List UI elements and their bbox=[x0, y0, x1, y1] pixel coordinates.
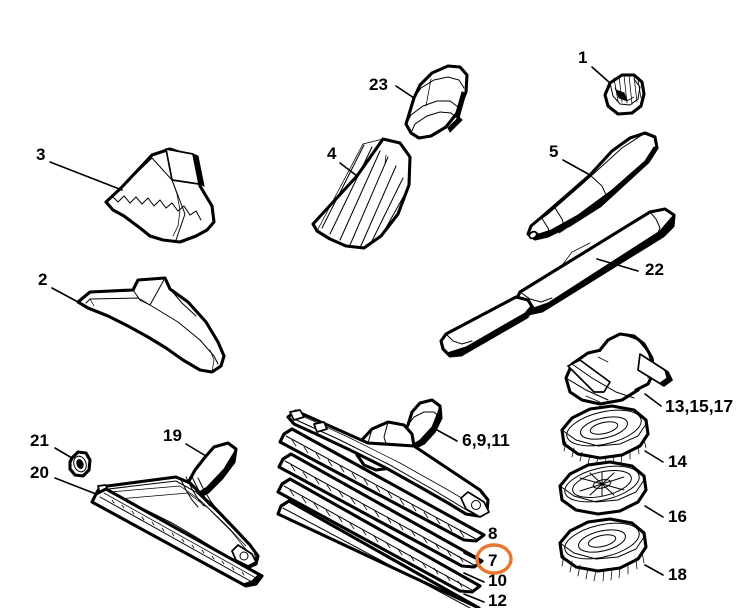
part-squeegee-nozzle bbox=[68, 441, 264, 588]
callout-5-leader bbox=[562, 159, 591, 176]
callout-10-label: 10 bbox=[488, 571, 507, 590]
callout-10: 10 bbox=[463, 571, 507, 590]
callout-7-label: 7 bbox=[488, 551, 497, 570]
callout-18: 18 bbox=[644, 564, 687, 584]
callout-4-leader bbox=[339, 162, 358, 177]
callout-18-leader bbox=[644, 564, 664, 576]
callout-20-leader bbox=[54, 477, 97, 495]
callout-14: 14 bbox=[644, 450, 687, 471]
part-crevice-tool bbox=[311, 137, 412, 250]
part-brush-ring-upper bbox=[560, 404, 650, 467]
callout-12-leader bbox=[463, 593, 485, 603]
callout-6-9-11-label: 6,9,11 bbox=[462, 430, 510, 450]
callout-12: 12 bbox=[463, 591, 507, 608]
callout-5: 5 bbox=[549, 142, 591, 176]
callout-1: 1 bbox=[578, 48, 611, 84]
callout-1-label: 1 bbox=[578, 48, 587, 67]
callout-16-leader bbox=[644, 505, 664, 518]
callout-2-leader bbox=[51, 287, 79, 303]
callout-3-leader bbox=[49, 161, 123, 191]
callout-19: 19 bbox=[163, 426, 207, 457]
part-coupling-sleeve bbox=[603, 73, 646, 116]
part-brush-ring-middle bbox=[558, 460, 648, 516]
callout-6-9-11-leader bbox=[436, 429, 458, 442]
callout-23-label: 23 bbox=[369, 75, 388, 94]
callout-22-label: 22 bbox=[645, 260, 664, 279]
callout-4: 4 bbox=[327, 144, 358, 177]
callout-13-15-17-label: 13,15,17 bbox=[665, 396, 733, 416]
callout-13-15-17: 13,15,17 bbox=[644, 393, 733, 416]
callout-13-15-17-leader bbox=[644, 393, 662, 407]
callout-3-label: 3 bbox=[36, 145, 45, 164]
callout-23-leader bbox=[395, 85, 415, 99]
part-floor-brush-assembly bbox=[276, 398, 490, 608]
callout-2-label: 2 bbox=[38, 270, 47, 289]
part-tapered-wand bbox=[526, 131, 659, 241]
callout-14-leader bbox=[644, 450, 664, 463]
callout-10-leader bbox=[463, 572, 485, 583]
part-wide-floor-nozzle bbox=[76, 276, 226, 374]
callout-5-label: 5 bbox=[549, 142, 558, 161]
callout-20-label: 20 bbox=[30, 463, 49, 482]
callout-18-label: 18 bbox=[668, 565, 687, 584]
callout-14-label: 14 bbox=[668, 452, 687, 471]
part-flat-extension-tube bbox=[439, 207, 676, 358]
callout-6-9-11: 6,9,11 bbox=[436, 429, 510, 450]
callout-3: 3 bbox=[36, 145, 123, 191]
callout-21-label: 21 bbox=[30, 431, 49, 450]
callout-22: 22 bbox=[596, 258, 664, 279]
callout-2: 2 bbox=[38, 270, 79, 303]
callout-23: 23 bbox=[369, 75, 415, 99]
callout-12-label: 12 bbox=[488, 591, 507, 608]
callout-21: 21 bbox=[30, 431, 73, 459]
part-round-brush-head bbox=[564, 332, 673, 406]
callout-16-label: 16 bbox=[668, 507, 687, 526]
callout-20: 20 bbox=[30, 463, 97, 495]
callout-19-label: 19 bbox=[163, 426, 182, 445]
part-brush-ring-lower bbox=[558, 517, 648, 582]
callout-22-leader bbox=[596, 258, 639, 272]
part-upholstery-nozzle bbox=[104, 147, 216, 244]
highlight-ring-part-7 bbox=[475, 543, 513, 575]
callout-8-leader bbox=[469, 527, 485, 536]
callout-8: 8 bbox=[469, 524, 497, 543]
callout-8-label: 8 bbox=[488, 524, 497, 543]
callout-21-leader bbox=[54, 447, 73, 459]
callout-4-label: 4 bbox=[327, 144, 337, 163]
callout-1-leader bbox=[591, 66, 611, 84]
part-connector-adapter bbox=[404, 64, 469, 140]
callout-19-leader bbox=[185, 443, 207, 457]
callout-16: 16 bbox=[644, 505, 687, 526]
